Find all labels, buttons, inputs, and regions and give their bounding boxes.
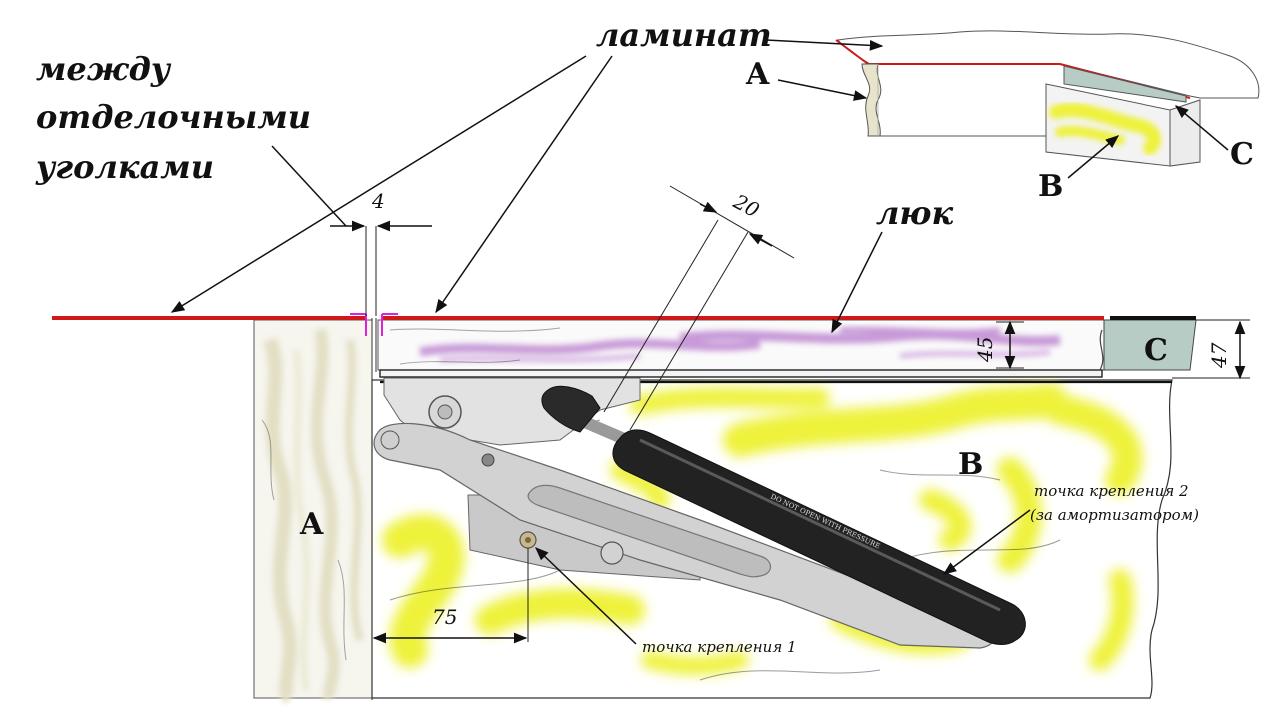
- label-point-1: точка крепления 1: [642, 638, 797, 656]
- inset-label-c: C: [1230, 137, 1254, 172]
- gap-marker: [350, 313, 398, 336]
- label-between-3: уголками: [35, 148, 214, 186]
- label-a: A: [299, 507, 324, 542]
- dim-hatch-thickness: 45: [973, 337, 997, 363]
- hinge-mechanism: [373, 377, 996, 649]
- label-point-2-line1: точка крепления 2: [1034, 482, 1189, 500]
- label-b: B: [958, 447, 983, 482]
- label-laminate: ламинат: [596, 16, 772, 54]
- dim-offset: 20: [729, 189, 764, 223]
- label-hatch: люк: [876, 194, 953, 232]
- dimensions: [330, 185, 1250, 644]
- block-c: [1099, 316, 1197, 371]
- block-a-wood-texture: [263, 328, 364, 704]
- dim-hinge-offset: 75: [432, 605, 457, 629]
- inset-label-a: A: [745, 57, 770, 92]
- gas-strut: DO NOT OPEN WITH PRESSURE: [541, 385, 1026, 645]
- label-point-2-line2: (за амортизатором): [1030, 506, 1199, 524]
- hatch-panel: [377, 319, 1172, 384]
- label-between-2: отделочными: [36, 98, 311, 136]
- inset-label-b: B: [1038, 169, 1063, 204]
- inset-detail: [835, 30, 1260, 167]
- label-between-1: между: [36, 50, 172, 88]
- dim-total-thickness: 47: [1207, 342, 1231, 369]
- dim-gap: 4: [371, 189, 385, 213]
- block-a: [253, 319, 373, 704]
- laminate-line: [52, 313, 1104, 700]
- label-c: C: [1144, 333, 1168, 368]
- callouts: [170, 39, 1229, 645]
